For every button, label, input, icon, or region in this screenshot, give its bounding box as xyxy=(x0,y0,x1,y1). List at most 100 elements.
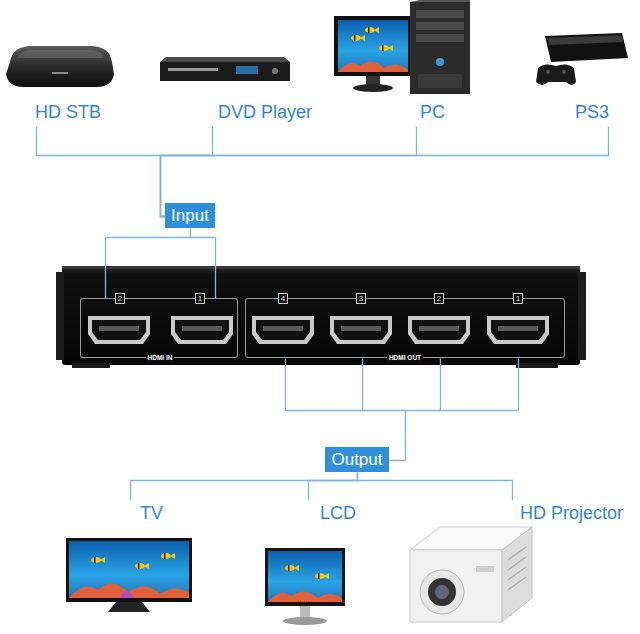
pc-icon xyxy=(410,0,470,2)
pc-icon xyxy=(379,45,393,51)
splitter-housing xyxy=(62,266,580,365)
hdmi-in-panel: 21HDMI IN xyxy=(80,298,238,358)
hdmi-jack xyxy=(88,316,150,344)
connector-line xyxy=(358,473,513,501)
pc-icon xyxy=(410,2,470,94)
port-number: 2 xyxy=(115,293,125,304)
device-label: HD STB xyxy=(35,101,101,123)
port-number: 4 xyxy=(278,293,288,304)
tv-icon xyxy=(135,563,149,569)
dvd-player-icon xyxy=(160,62,290,81)
hdmi-jack xyxy=(330,316,392,344)
device-name: PS3 xyxy=(575,102,609,122)
splitter-housing xyxy=(578,272,586,360)
ps3-icon xyxy=(562,70,566,74)
pc-icon xyxy=(418,74,462,88)
pc-icon xyxy=(416,10,464,18)
ps3-icon xyxy=(536,33,628,85)
output-box: Output xyxy=(325,447,389,472)
lcd-icon xyxy=(285,565,299,571)
tv-icon xyxy=(108,602,150,612)
projector-icon xyxy=(410,550,502,622)
display-label: HD Projector xyxy=(520,502,623,524)
dvd-player-icon xyxy=(160,57,290,81)
dvd-player-icon xyxy=(160,57,290,62)
dvd-player-icon xyxy=(272,68,278,74)
lcd-icon xyxy=(265,548,345,606)
lcd-icon xyxy=(300,606,310,618)
input-box: Input xyxy=(165,203,215,228)
pc-icon xyxy=(334,16,412,76)
device-name: HD Projector xyxy=(520,503,623,523)
tv-icon xyxy=(69,541,189,598)
splitter-housing xyxy=(62,266,580,269)
device-name: DVD Player xyxy=(218,102,312,122)
ps3-icon xyxy=(536,64,576,85)
device-label: DVD Player xyxy=(218,101,312,123)
pc-icon xyxy=(416,22,464,30)
projector-icon xyxy=(410,527,532,622)
splitter-housing xyxy=(56,272,64,360)
pc-icon xyxy=(351,35,365,41)
device-name: PC xyxy=(420,102,445,122)
connector-line xyxy=(161,127,609,217)
display-label: LCD xyxy=(320,502,356,524)
tv-icon xyxy=(66,538,192,612)
projector-icon xyxy=(508,577,526,590)
port-group-label: HDMI OUT xyxy=(387,354,423,362)
port-number: 3 xyxy=(356,293,366,304)
display-label: TV xyxy=(140,502,163,524)
set-top-box-icon xyxy=(6,46,114,87)
port-number: 1 xyxy=(513,293,523,304)
pc-icon xyxy=(365,27,379,33)
device-name: TV xyxy=(140,503,163,523)
pc-icon xyxy=(338,61,408,72)
device-label: PC xyxy=(420,101,445,123)
splitter-housing xyxy=(72,363,110,368)
splitter-housing xyxy=(516,363,558,368)
box-label: Output xyxy=(331,450,382,469)
pc-icon xyxy=(416,34,464,42)
hdmi-jack xyxy=(88,316,549,344)
lcd-icon xyxy=(268,591,342,602)
hdmi-out-panel: 4321HDMI OUT xyxy=(245,298,565,358)
connector-line xyxy=(286,359,519,461)
connector-line xyxy=(131,473,358,501)
hdmi-jack xyxy=(487,316,549,344)
lcd-icon xyxy=(283,617,327,625)
set-top-box-icon xyxy=(52,72,68,74)
device-name: LCD xyxy=(320,503,356,523)
set-top-box-icon xyxy=(6,46,114,87)
dvd-player-icon xyxy=(168,68,218,71)
splitter-housing xyxy=(56,266,586,368)
hdmi-jack xyxy=(171,316,233,344)
pc-icon xyxy=(436,58,444,66)
device-name: HD STB xyxy=(35,102,101,122)
hdmi-jack xyxy=(252,316,314,344)
hdmi-jack xyxy=(408,316,470,344)
port-group-label: HDMI IN xyxy=(146,354,175,362)
device-label: PS3 xyxy=(575,101,609,123)
projector-icon xyxy=(420,570,464,614)
pc-icon xyxy=(334,0,470,94)
lcd-icon xyxy=(268,551,342,602)
set-top-box-icon xyxy=(18,50,104,58)
tv-icon xyxy=(69,583,189,598)
lcd-icon xyxy=(265,548,345,625)
ps3-icon xyxy=(547,35,623,45)
projector-icon xyxy=(502,527,532,622)
pc-icon xyxy=(338,20,408,72)
pc-icon xyxy=(353,84,393,92)
port-number: 2 xyxy=(434,293,444,304)
tv-icon xyxy=(120,591,134,598)
box-label: Input xyxy=(171,206,209,225)
projector-icon xyxy=(435,585,449,599)
tv-icon xyxy=(161,553,175,559)
ps3-icon xyxy=(545,33,628,62)
tv-icon xyxy=(91,557,105,563)
connector-line xyxy=(106,229,216,299)
